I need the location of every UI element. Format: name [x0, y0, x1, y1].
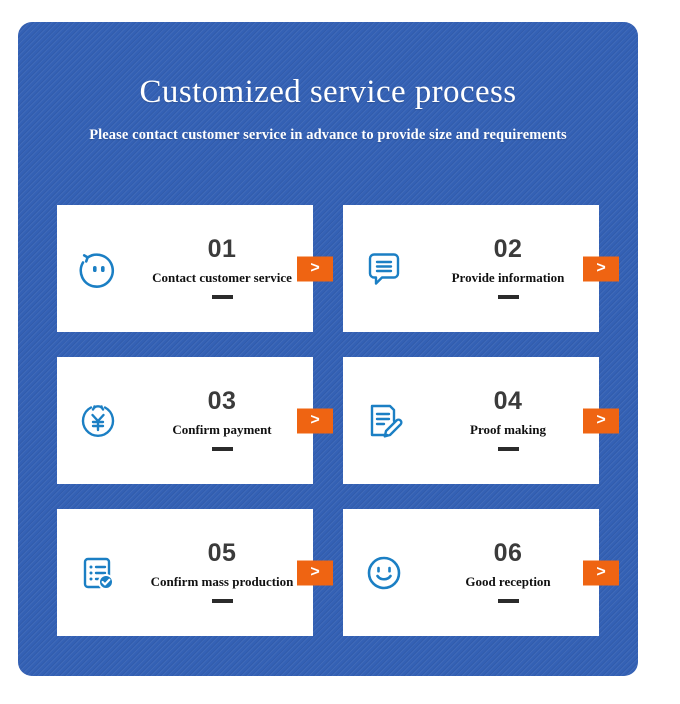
step-card-body: 05 Confirm mass production [131, 538, 313, 605]
step-number: 01 [207, 234, 237, 263]
step-label: Confirm mass production [150, 573, 294, 589]
checklist-check-icon [65, 540, 131, 606]
step-label: Proof making [470, 421, 546, 437]
step-divider-dash [497, 598, 519, 603]
step-arrow-button[interactable]: > [583, 256, 619, 281]
page-title: Customized service process [139, 74, 517, 110]
step-number: 06 [493, 538, 523, 567]
panel-header: Customized service process Please contac… [18, 22, 638, 144]
step-divider-dash [211, 446, 233, 451]
step-card-05[interactable]: 05 Confirm mass production > [57, 509, 333, 636]
step-card-03[interactable]: 03 Confirm payment > [57, 357, 333, 484]
step-arrow-button[interactable]: > [297, 256, 333, 281]
step-arrow-button[interactable]: > [297, 560, 333, 585]
chevron-right-icon: > [310, 411, 320, 429]
chevron-right-icon: > [596, 411, 606, 429]
step-number: 05 [207, 538, 237, 567]
step-number: 02 [493, 234, 523, 263]
step-label: Provide information [451, 269, 565, 285]
step-divider-dash [497, 446, 519, 451]
customer-service-face-icon [65, 236, 131, 302]
step-arrow-button[interactable]: > [583, 408, 619, 433]
step-card-body: 04 Proof making [417, 386, 599, 453]
step-label: Good reception [465, 573, 551, 589]
chevron-right-icon: > [310, 259, 320, 277]
step-label: Confirm payment [172, 421, 272, 437]
yen-coin-icon [65, 388, 131, 454]
step-card-01[interactable]: 01 Contact customer service > [57, 205, 333, 332]
step-card-body: 03 Confirm payment [131, 386, 313, 453]
page-subtitle: Please contact customer service in advan… [89, 127, 567, 144]
step-arrow-button[interactable]: > [583, 560, 619, 585]
step-card-06[interactable]: 06 Good reception > [343, 509, 619, 636]
step-divider-dash [211, 598, 233, 603]
step-card-02[interactable]: 02 Provide information > [343, 205, 619, 332]
chevron-right-icon: > [596, 563, 606, 581]
step-number: 04 [493, 386, 523, 415]
step-card-body: 02 Provide information [417, 234, 599, 301]
chevron-right-icon: > [596, 259, 606, 277]
speech-bubble-lines-icon [351, 236, 417, 302]
smiley-face-icon [351, 540, 417, 606]
step-divider-dash [497, 294, 519, 299]
step-card-body: 01 Contact customer service [131, 234, 313, 301]
step-label: Contact customer service [152, 269, 292, 285]
step-number: 03 [207, 386, 237, 415]
document-pencil-icon [351, 388, 417, 454]
step-arrow-button[interactable]: > [297, 408, 333, 433]
service-process-panel: Customized service process Please contac… [18, 22, 638, 676]
step-card-04[interactable]: 04 Proof making > [343, 357, 619, 484]
step-card-body: 06 Good reception [417, 538, 599, 605]
chevron-right-icon: > [310, 563, 320, 581]
step-divider-dash [211, 294, 233, 299]
steps-grid: 01 Contact customer service > 02 [57, 205, 619, 636]
